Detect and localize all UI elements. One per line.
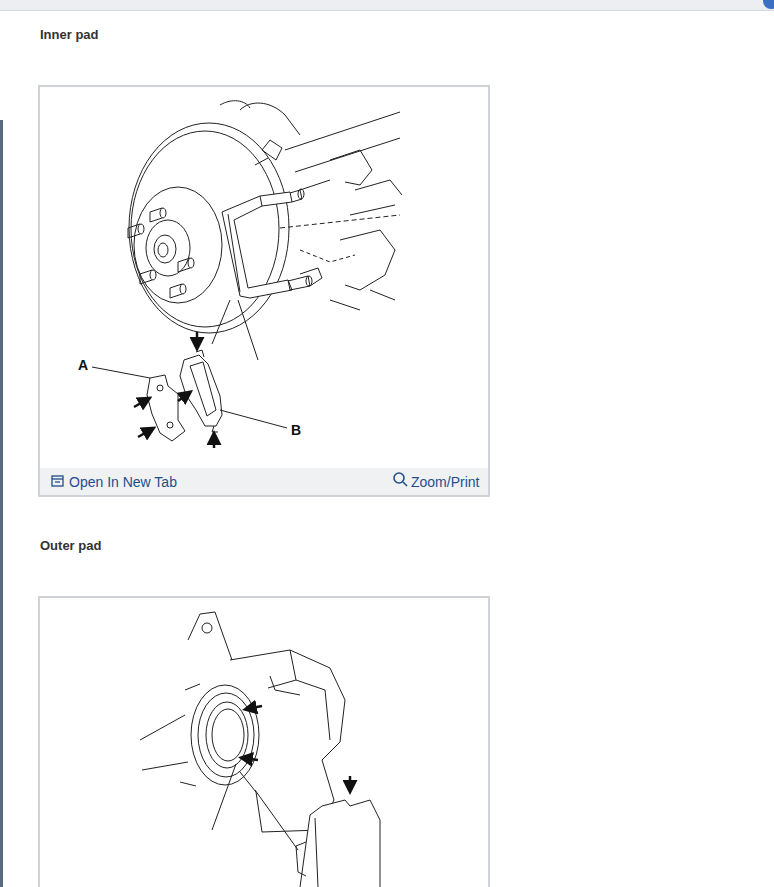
- section-heading: Inner pad: [40, 27, 99, 43]
- toolbar-link: Zoom/Print: [411, 474, 479, 491]
- left-strip: [0, 120, 3, 887]
- corner-button: [763, 0, 774, 9]
- arrows: [243, 706, 350, 790]
- section-heading: Outer pad: [40, 538, 101, 554]
- zoom-icon: [394, 473, 407, 486]
- leader-line: [92, 367, 150, 378]
- top-bar-edge: [0, 10, 774, 11]
- callout-letter: B: [291, 422, 301, 439]
- brake-illustration: [128, 101, 402, 441]
- figure-frame: [39, 597, 489, 887]
- figure-frame: [39, 86, 489, 496]
- caliper-illustration: [140, 612, 380, 887]
- leader-line: [220, 410, 287, 428]
- open-tab-icon: [52, 476, 63, 486]
- figure-toolbar: [40, 468, 488, 495]
- toolbar-link: Open In New Tab: [69, 474, 177, 491]
- callout-letter: A: [78, 357, 88, 374]
- arrows: [134, 332, 214, 448]
- top-bar: [0, 0, 774, 10]
